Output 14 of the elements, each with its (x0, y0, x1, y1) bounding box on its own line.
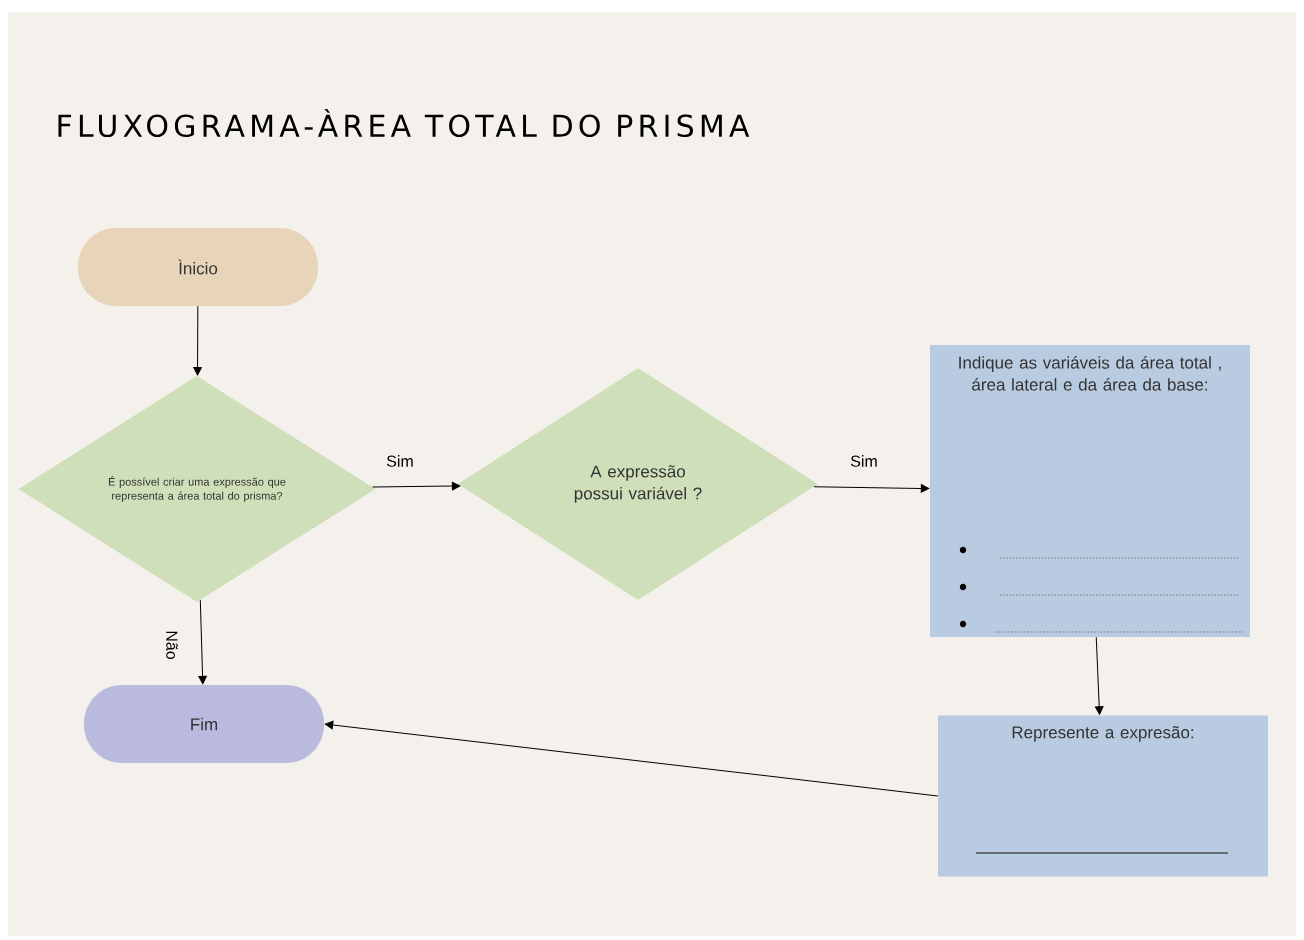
process-box: Represente a expresão: (938, 715, 1268, 877)
arrow (324, 720, 939, 797)
arrow (193, 305, 202, 376)
arrow (1094, 636, 1104, 715)
arrow (198, 599, 207, 685)
title: FLUXOGRAMA-ÀREA TOTAL DO PRISMA (58, 108, 750, 138)
edge-label: Sim (850, 455, 877, 467)
edge-label: Sim (386, 455, 413, 467)
arrow (372, 481, 461, 491)
edge-label: Não (166, 631, 178, 659)
process-box: Indique as variáveis da área total , área lateral e da área da base: (930, 345, 1250, 637)
arrow (813, 484, 930, 493)
terminal-box: Fim (84, 685, 324, 763)
terminal-box: Ìnicio (78, 228, 318, 306)
